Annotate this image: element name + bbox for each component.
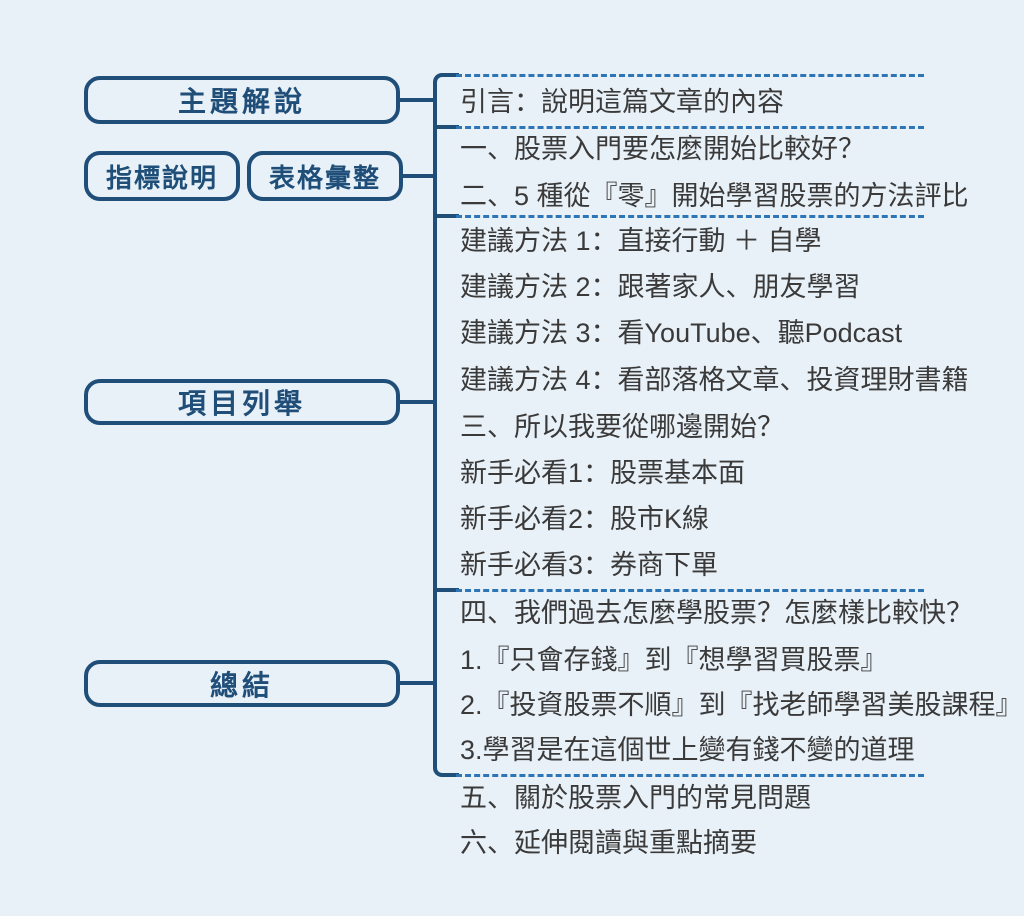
outline-item: 一、股票入門要怎麼開始比較好？ xyxy=(460,134,865,164)
outline-item: 三、所以我要從哪邊開始？ xyxy=(460,412,784,442)
node-table-box: 表格彙整 xyxy=(247,151,403,201)
node-topic-box: 主題解說 xyxy=(84,76,400,124)
node-items-box: 項目列舉 xyxy=(84,379,400,425)
connector-items xyxy=(398,400,435,404)
outline-item: 3.學習是在這個世上變有錢不變的道理 xyxy=(460,735,915,765)
outline-item: 2.『投資股票不順』到『找老師學習美股課程』 xyxy=(460,690,1023,720)
outline-item: 二、5 種從『零』開始學習股票的方法評比 xyxy=(460,181,969,211)
node-items-label: 項目列舉 xyxy=(177,388,306,419)
outline-item: 新手必看3：券商下單 xyxy=(460,550,719,580)
bracket-tick xyxy=(433,125,459,129)
outline-item: 新手必看1：股票基本面 xyxy=(460,458,746,488)
outline-bracket xyxy=(433,73,459,777)
outline-item: 六、延伸閱讀與重點摘要 xyxy=(460,828,757,858)
bracket-tick xyxy=(433,588,459,592)
outline-item: 四、我們過去怎麼學股票？怎麼樣比較快？ xyxy=(460,598,973,628)
connector-table xyxy=(401,174,435,178)
section-separator xyxy=(456,774,924,777)
bracket-tick xyxy=(433,214,459,218)
section-separator xyxy=(456,589,924,592)
node-table-label: 表格彙整 xyxy=(268,162,381,193)
outline-item: 五、關於股票入門的常見問題 xyxy=(460,783,811,813)
connector-topic xyxy=(398,98,435,102)
node-summary-label: 總結 xyxy=(209,669,274,701)
outline-item: 建議方法 3：看YouTube、聽Podcast xyxy=(460,318,903,348)
outline-item: 建議方法 2：跟著家人、朋友學習 xyxy=(460,272,861,302)
outline-item: 新手必看2：股市K線 xyxy=(460,504,710,534)
outline-item: 建議方法 1：直接行動 ＋ 自學 xyxy=(460,226,822,256)
outline-item: 引言：說明這篇文章的內容 xyxy=(460,87,784,117)
node-topic-label: 主題解說 xyxy=(177,86,306,117)
connector-summary xyxy=(398,681,435,685)
node-indicator-box: 指標說明 xyxy=(84,151,240,201)
outline-item: 建議方法 4：看部落格文章、投資理財書籍 xyxy=(460,365,969,395)
node-indicator-label: 指標說明 xyxy=(105,162,218,193)
section-separator xyxy=(456,215,924,218)
section-separator xyxy=(456,74,924,77)
outline-item: 1.『只會存錢』到『想學習買股票』 xyxy=(460,645,888,675)
node-summary-box: 總結 xyxy=(84,660,400,707)
section-separator xyxy=(456,126,924,129)
